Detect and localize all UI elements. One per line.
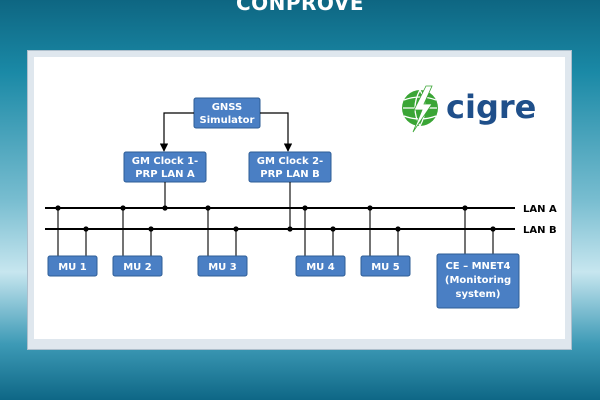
mu-5-label: MU 5 (371, 262, 400, 273)
mu-3-label: MU 3 (208, 262, 237, 273)
mu-5-box (360, 255, 411, 277)
monitoring-system-box (436, 253, 520, 309)
monitoring-label-1: CE – MNET4 (445, 261, 510, 272)
gnss-to-clock2-arrow (260, 112, 293, 152)
gnss-to-clock1-arrow (159, 112, 194, 152)
mu-4-label: MU 4 (306, 262, 335, 273)
lightning-bolt-icon (412, 85, 433, 133)
brand-title: CONPROVE (235, 0, 365, 15)
cigre-logo: cigre (402, 85, 536, 133)
mu-4-box (295, 255, 346, 277)
lan-b-label: LAN B (523, 225, 557, 236)
gnss-label-2: Simulator (200, 115, 255, 126)
mu-1-box (47, 255, 98, 277)
monitoring-label-3: system) (456, 289, 501, 300)
lan-a-label: LAN A (523, 204, 557, 215)
gm-clock-1-label-1: GM Clock 1- (132, 156, 198, 167)
mu-3-box (197, 255, 248, 277)
gm-clock-1-label-2: PRP LAN A (135, 169, 195, 180)
logo-text: cigre (446, 88, 536, 126)
gnss-label-1: GNSS (212, 102, 243, 113)
mu-2-label: MU 2 (123, 262, 152, 273)
gm-clock-2-label-2: PRP LAN B (260, 169, 319, 180)
mu-2-box (112, 255, 163, 277)
mu-1-label: MU 1 (58, 262, 87, 273)
gm-clock-2-label-1: GM Clock 2- (257, 156, 323, 167)
monitoring-label-2: (Monitoring (445, 275, 511, 286)
